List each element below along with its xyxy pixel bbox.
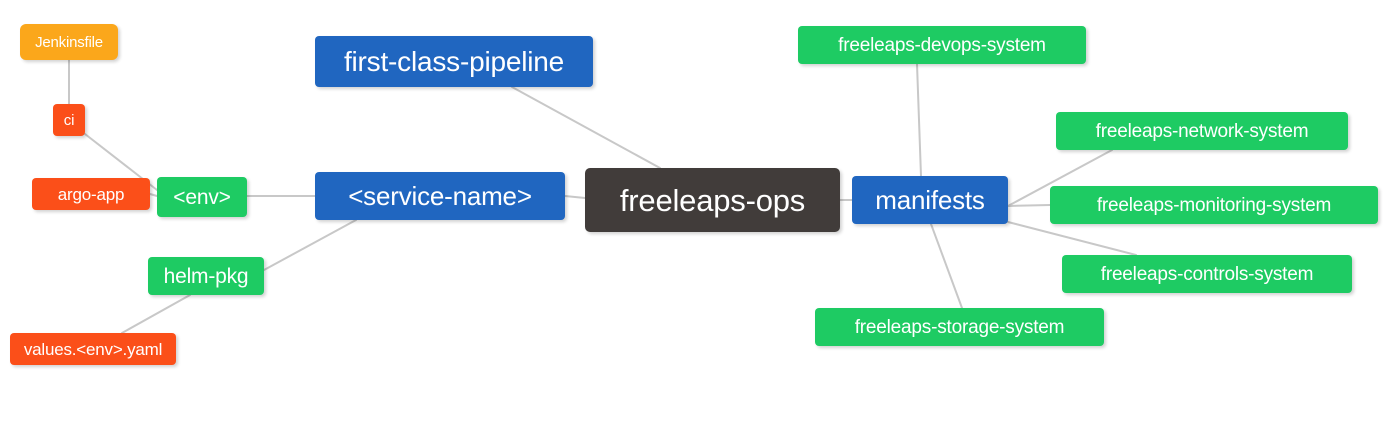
mindmap-node-argo-app[interactable]: argo-app xyxy=(32,178,150,210)
mindmap-node-env[interactable]: <env> xyxy=(157,177,247,217)
mindmap-node-first-class-pipeline[interactable]: first-class-pipeline xyxy=(315,36,593,87)
edge-manifests-to-devops-system xyxy=(916,63,922,177)
edge-helm-pkg-to-values-yaml xyxy=(121,294,191,334)
edge-argo-app-to-env xyxy=(149,193,158,197)
edge-service-name-to-helm-pkg xyxy=(263,219,357,271)
mindmap-node-freeleaps-ops[interactable]: freeleaps-ops xyxy=(585,168,840,232)
mindmap-node-storage-system[interactable]: freeleaps-storage-system xyxy=(815,308,1104,346)
mindmap-node-service-name[interactable]: <service-name> xyxy=(315,172,565,220)
mindmap-node-network-system[interactable]: freeleaps-network-system xyxy=(1056,112,1348,150)
edge-manifests-to-controls-system xyxy=(1007,221,1137,256)
edge-manifests-to-monitoring-system xyxy=(1007,204,1051,207)
mindmap-node-ci[interactable]: ci xyxy=(53,104,85,136)
mindmap-node-manifests[interactable]: manifests xyxy=(852,176,1008,224)
mindmap-node-values-yaml[interactable]: values.<env>.yaml xyxy=(10,333,176,365)
edge-first-class-pipeline-to-freeleaps-ops xyxy=(511,86,661,169)
mindmap-node-helm-pkg[interactable]: helm-pkg xyxy=(148,257,264,295)
mindmap-node-jenkinsfile[interactable]: Jenkinsfile xyxy=(20,24,118,60)
edge-service-name-to-freeleaps-ops xyxy=(564,195,586,199)
mindmap-node-monitoring-system[interactable]: freeleaps-monitoring-system xyxy=(1050,186,1378,224)
edge-manifests-to-storage-system xyxy=(930,223,963,309)
mindmap-node-devops-system[interactable]: freeleaps-devops-system xyxy=(798,26,1086,64)
mindmap-node-controls-system[interactable]: freeleaps-controls-system xyxy=(1062,255,1352,293)
